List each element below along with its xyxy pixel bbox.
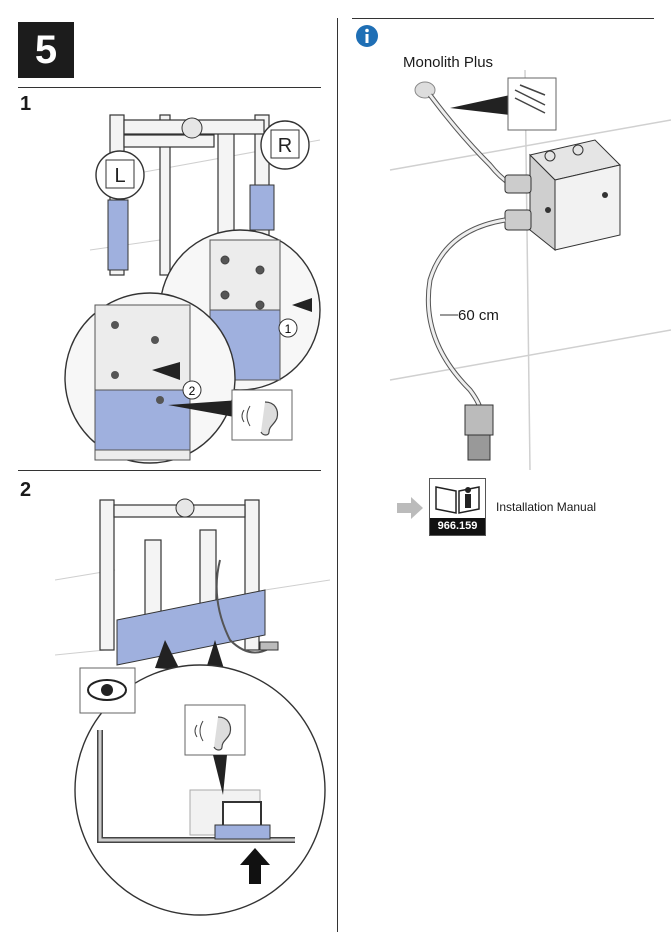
- divider-top-right: [352, 18, 654, 19]
- left-marker: L: [95, 150, 145, 200]
- cable-length-label: 60 cm: [458, 307, 499, 324]
- detail-circle-left: 2: [64, 292, 240, 464]
- right-marker-label: R: [278, 135, 292, 157]
- right-marker: R: [260, 120, 310, 170]
- eye-icon: [79, 667, 136, 714]
- manual-code: 966.159: [430, 518, 485, 535]
- panel1-illustration: L R 1 2: [64, 114, 321, 464]
- book-icon: 966.159: [429, 478, 486, 536]
- arrow-right-icon: [397, 497, 423, 519]
- left-marker-label: L: [114, 165, 125, 187]
- callout-1: 1: [285, 322, 292, 336]
- panel2-illustration: [55, 498, 330, 916]
- info-icon: [355, 24, 379, 48]
- arrow-up-icon: [240, 848, 270, 884]
- ear-icon: [231, 389, 293, 441]
- substep-1-number: 1: [20, 93, 32, 115]
- callout-2: 2: [189, 384, 196, 398]
- manual-label: Installation Manual: [496, 500, 597, 514]
- divider-mid-left: [18, 470, 321, 471]
- product-label: Monolith Plus: [403, 54, 494, 71]
- column-divider: [337, 18, 338, 932]
- substep-2-number: 2: [20, 479, 32, 501]
- divider-top-left: [18, 87, 321, 88]
- step-number-badge: 5: [18, 22, 74, 78]
- junction-box-illustration: [389, 70, 671, 471]
- ear-icon-panel2: [184, 704, 246, 795]
